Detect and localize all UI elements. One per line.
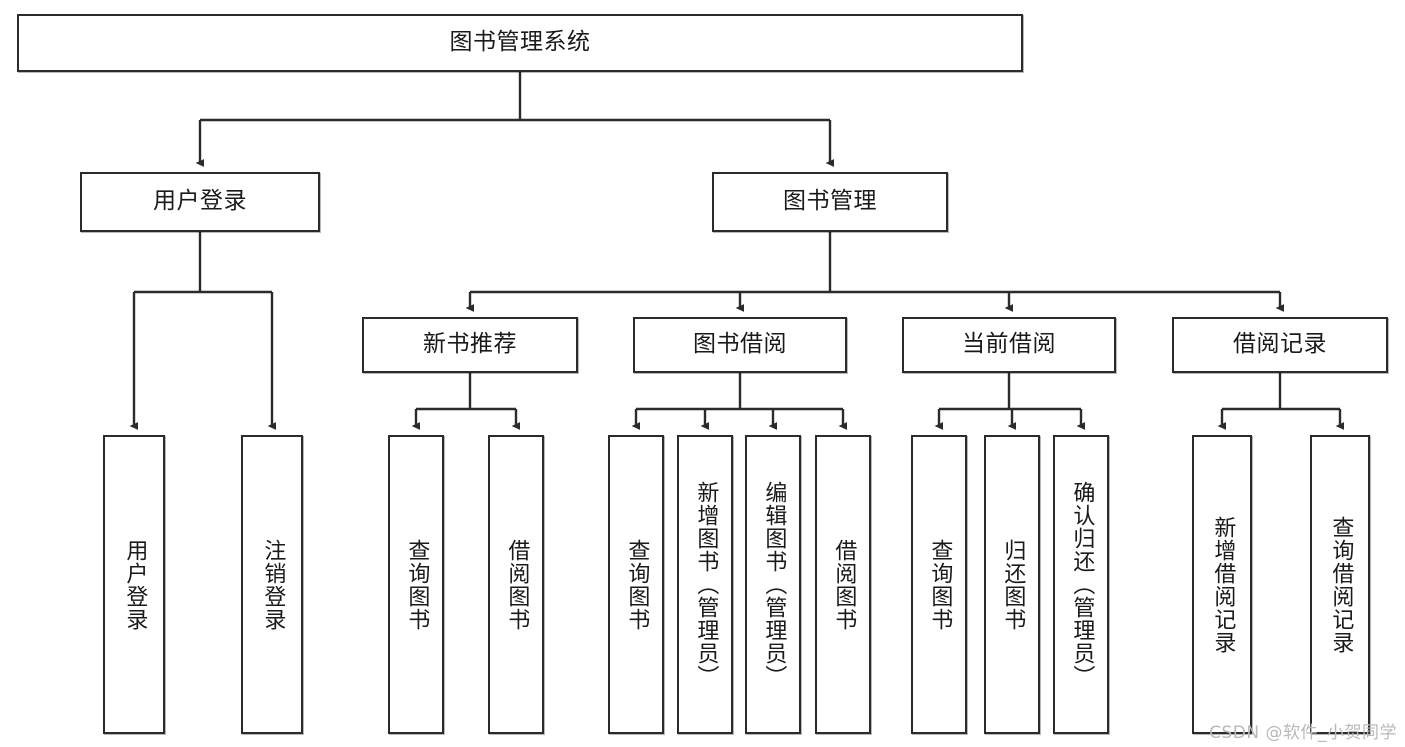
node-user-login-label: 用户登录 bbox=[153, 188, 247, 215]
leaf-logout-label: 注销登录 bbox=[260, 538, 286, 631]
node-borrow-record-label: 借阅记录 bbox=[1233, 331, 1327, 358]
leaf-borrow-book-2[interactable]: 借阅图书 bbox=[815, 435, 871, 734]
leaf-query-book-1[interactable]: 查询图书 bbox=[388, 435, 444, 734]
leaf-return-book[interactable]: 归还图书 bbox=[984, 435, 1040, 734]
node-book-borrow-label: 图书借阅 bbox=[693, 331, 787, 358]
leaf-user-login-label: 用户登录 bbox=[122, 538, 148, 631]
node-book-manage-label: 图书管理 bbox=[783, 188, 877, 215]
leaf-add-borrow-record-label: 新增借阅记录 bbox=[1210, 515, 1236, 654]
leaf-query-book-1-label: 查询图书 bbox=[404, 538, 430, 631]
leaf-return-book-label: 归还图书 bbox=[1000, 538, 1026, 631]
node-book-borrow[interactable]: 图书借阅 bbox=[633, 317, 847, 373]
leaf-query-book-3[interactable]: 查询图书 bbox=[911, 435, 967, 734]
leaf-add-book[interactable]: 新增图书（管理员） bbox=[677, 435, 733, 734]
leaf-query-book-2-label: 查询图书 bbox=[624, 538, 650, 631]
leaf-borrow-book-2-label: 借阅图书 bbox=[831, 538, 857, 631]
watermark-text: CSDN @软件_小贺同学 bbox=[1209, 723, 1397, 743]
node-book-manage[interactable]: 图书管理 bbox=[712, 172, 948, 232]
node-root-label: 图书管理系统 bbox=[449, 29, 591, 56]
leaf-query-book-2[interactable]: 查询图书 bbox=[608, 435, 664, 734]
leaf-borrow-book-1[interactable]: 借阅图书 bbox=[488, 435, 544, 734]
leaf-add-book-label: 新增图书（管理员） bbox=[693, 481, 719, 688]
leaf-query-borrow-record[interactable]: 查询借阅记录 bbox=[1310, 435, 1370, 734]
leaf-logout[interactable]: 注销登录 bbox=[241, 435, 303, 734]
leaf-add-borrow-record[interactable]: 新增借阅记录 bbox=[1192, 435, 1252, 734]
node-new-book-recommend-label: 新书推荐 bbox=[423, 331, 517, 358]
leaf-user-login[interactable]: 用户登录 bbox=[103, 435, 165, 734]
node-current-borrow-label: 当前借阅 bbox=[962, 331, 1056, 358]
node-current-borrow[interactable]: 当前借阅 bbox=[902, 317, 1116, 373]
node-user-login[interactable]: 用户登录 bbox=[80, 172, 320, 232]
leaf-confirm-return[interactable]: 确认归还（管理员） bbox=[1053, 435, 1109, 734]
node-new-book-recommend[interactable]: 新书推荐 bbox=[362, 317, 578, 373]
node-root[interactable]: 图书管理系统 bbox=[17, 14, 1023, 72]
node-borrow-record[interactable]: 借阅记录 bbox=[1172, 317, 1388, 373]
leaf-confirm-return-label: 确认归还（管理员） bbox=[1069, 481, 1095, 688]
leaf-edit-book[interactable]: 编辑图书（管理员） bbox=[745, 435, 801, 734]
leaf-query-borrow-record-label: 查询借阅记录 bbox=[1328, 515, 1354, 654]
leaf-borrow-book-1-label: 借阅图书 bbox=[504, 538, 530, 631]
leaf-edit-book-label: 编辑图书（管理员） bbox=[761, 481, 787, 688]
leaf-query-book-3-label: 查询图书 bbox=[927, 538, 953, 631]
